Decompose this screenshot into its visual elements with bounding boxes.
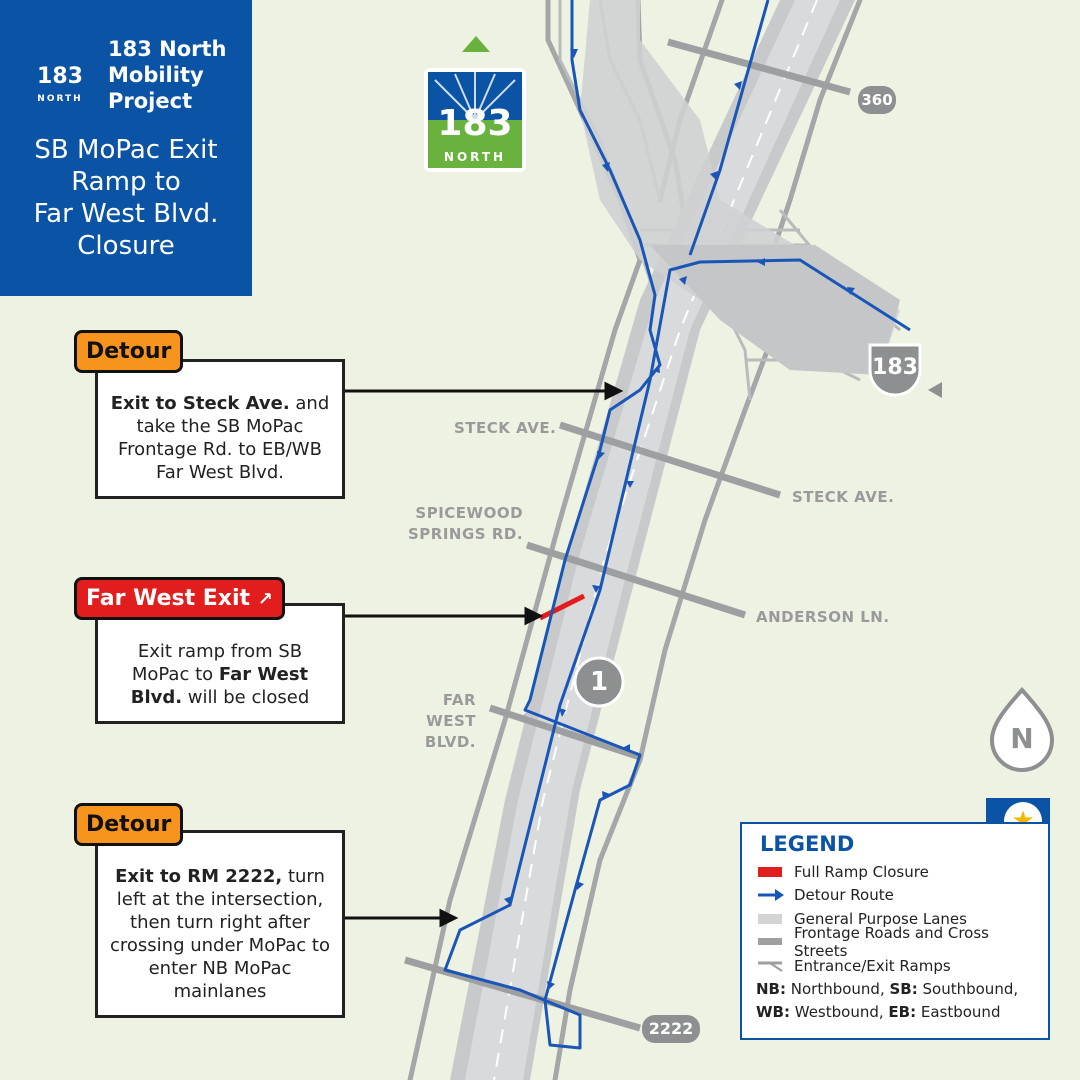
center-logo-subtext: NORTH	[443, 150, 507, 164]
detour-2222-badge: Detour	[74, 803, 184, 846]
us183-direction-arrow	[928, 382, 942, 398]
us183-shield	[868, 343, 922, 397]
abbr-sb-text: Southbound,	[917, 979, 1019, 998]
label-steck-ave-west: STECK AVE.	[454, 419, 557, 437]
ramp-lines-icon	[756, 959, 786, 973]
dark-gray-bar-icon	[756, 935, 786, 949]
mopac-inner-lanes	[465, 0, 840, 1080]
callout-arrows	[345, 381, 624, 928]
label-steck-ave-east: STECK AVE.	[792, 488, 895, 506]
us183-label: 183	[872, 355, 918, 380]
detour-steck-bold: Exit to Steck Ave.	[110, 393, 290, 414]
legend-item-label: Entrance/Exit Ramps	[794, 956, 951, 975]
rm2222-shield	[642, 1015, 700, 1043]
far-west-closure-card: Exit ramp from SB MoPac to Far West Blvd…	[95, 603, 345, 724]
page-title: SB MoPac Exit Ramp to Far West Blvd. Clo…	[33, 135, 219, 261]
abbr-wb: WB:	[756, 1002, 790, 1021]
detour-steck-badge: Detour	[74, 330, 184, 373]
lane-divider	[493, 0, 818, 1080]
detour-2222-bold: Exit to RM 2222,	[115, 866, 283, 887]
detour-2222-text: turn left at the intersection, then turn…	[110, 866, 330, 1002]
light-gray-bar-icon	[756, 912, 786, 926]
abbr-nb: NB:	[756, 979, 786, 998]
legend-item-ramps: Entrance/Exit Ramps	[756, 954, 1034, 978]
abbr-eb: EB:	[888, 1002, 917, 1021]
red-bar-icon	[756, 865, 786, 879]
label-far-west-blvd: FAR WEST BLVD.	[424, 691, 476, 751]
legend: LEGEND Full Ramp Closure Detour Route Ge…	[740, 822, 1050, 1040]
title-panel: 183 North Mobility Project SB MoPac Exit…	[0, 0, 252, 296]
loop1-shield	[573, 656, 625, 708]
abbr-sb: SB:	[889, 979, 918, 998]
legend-abbreviations-2: WB: Westbound, EB: Eastbound	[756, 1001, 1034, 1024]
detour-routes	[443, 0, 911, 1050]
abbr-eb-text: Eastbound	[916, 1002, 1001, 1021]
loop1-label: 1	[589, 667, 609, 697]
legend-title: LEGEND	[760, 832, 855, 856]
legend-item-label: Detour Route	[794, 886, 894, 905]
north-pointer-icon	[462, 36, 490, 52]
rm360-shield	[858, 86, 896, 114]
far-west-exit-badge: Far West Exit ↗	[74, 577, 285, 620]
legend-item-closure: Full Ramp Closure	[756, 860, 1034, 884]
legend-item-label: Full Ramp Closure	[794, 862, 929, 881]
far-west-bold: Far West Blvd.	[130, 664, 309, 708]
legend-item-label: Frontage Roads and Cross Streets	[794, 924, 989, 961]
center-logo-number: 183	[437, 103, 513, 144]
legend-abbreviations-1: NB: Northbound, SB: Southbound,	[756, 978, 1034, 1001]
north-arrow-label: N	[1010, 722, 1034, 755]
abbr-wb-text: Westbound,	[789, 1002, 889, 1021]
legend-item-frontage: Frontage Roads and Cross Streets	[756, 924, 1034, 960]
label-spicewood-springs: SPICEWOOD SPRINGS RD.	[408, 504, 524, 543]
detour-steck-text: and take the SB MoPac Frontage Rd. to EB…	[118, 393, 330, 483]
detour-2222-card: Exit to RM 2222, turn left at the inters…	[95, 830, 345, 1018]
legend-item-general-lanes: General Purpose Lanes	[756, 907, 1034, 931]
far-west-lead: Exit ramp from SB MoPac to	[131, 641, 303, 685]
detour-steck-card: Exit to Steck Ave. and take the SB MoPac…	[95, 359, 345, 499]
rm360-label: 360	[861, 91, 893, 109]
arrow-up-right-icon: ↗	[257, 589, 273, 610]
brand-logo-number: 183	[37, 64, 83, 89]
legend-item-label: General Purpose Lanes	[794, 909, 967, 928]
brand-logo-subtext: NORTH	[37, 94, 83, 104]
ramp-closure-mark	[538, 593, 586, 621]
us183-roadway	[650, 245, 900, 375]
label-anderson-ln: ANDERSON LN.	[756, 608, 890, 626]
rm2222-label: 2222	[648, 1019, 694, 1038]
legend-item-detour: Detour Route	[756, 884, 1034, 908]
far-west-exit-badge-label: Far West Exit	[86, 586, 251, 611]
far-west-tail: will be closed	[182, 687, 310, 708]
north-arrow	[989, 687, 1055, 772]
center-logo	[424, 36, 526, 172]
detour-arrows	[504, 49, 855, 990]
abbr-nb-text: Northbound,	[786, 979, 890, 998]
brand-name: 183 North Mobility Project	[108, 37, 227, 113]
cross-streets	[404, 38, 851, 1032]
blue-arrow-icon	[756, 888, 786, 902]
